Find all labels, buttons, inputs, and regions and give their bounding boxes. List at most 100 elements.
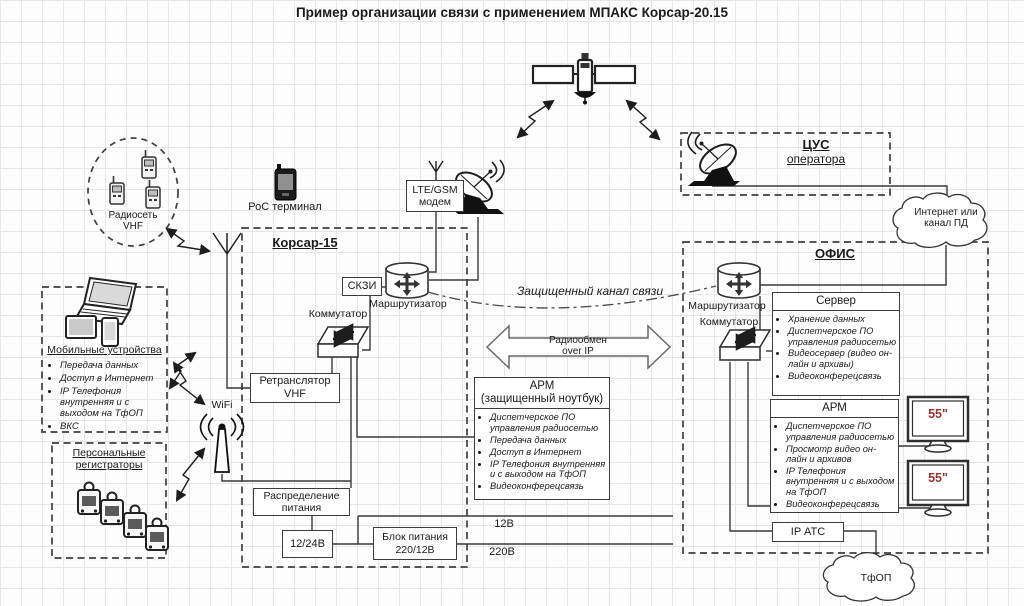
mobile-wifi-arrow-2 [172,361,206,406]
bodycam-icon [100,491,124,525]
walkie-talkie-icon [145,179,161,209]
dc-12-24-box: 12/24В [282,530,333,558]
poc-terminal-icon [274,164,297,201]
poc-terminal-label: РоС терминал [248,201,322,213]
bullet-item: Видеоконферецсвязь [788,371,897,381]
bullet-item: Диспетчерское ПО управления радиосетью [490,412,607,433]
bodycam-icon [123,504,147,538]
office-router-icon [717,262,761,299]
radio-net-arrow [165,227,212,256]
power-dist-line2: питания [281,502,322,514]
v12-label: 12В [494,518,514,530]
diagram-title: Пример организации связи с применением М… [295,5,729,20]
arm-laptop-box: АРМ (защищенный ноутбук) Диспетчерское П… [474,377,610,500]
skzi-box: СКЗИ [342,277,382,296]
office-title: ОФИС [815,246,855,261]
internet-cloud-shape [892,192,988,249]
wifi-label: WiFi [211,399,233,411]
satellite-icon [531,53,637,105]
recorders-title: Персональные регистраторы [54,447,164,472]
monitor1-label: 55" [928,407,948,421]
tfop-cloud-label: ТфОП [860,572,892,584]
cus-dish-icon [686,131,743,187]
bullet-item: Видеосервер (видео он-лайн и архивы) [788,348,897,369]
walkie-talkie-icon [141,149,157,179]
radio-net-label-line1: Радиосеть [108,210,158,221]
bullet-item: IP Телефония внутренняя и с выходом на Т… [786,466,896,497]
arm-laptop-title2: (защищенный ноутбук) [480,393,604,406]
bullet-item: Доступ в Интернет [60,373,164,385]
cus-title-line1: ЦУС [802,137,830,152]
radio-over-ip-line2: over IP [562,346,594,358]
office-arm-box: АРМ Диспетчерское ПО управления радиосет… [770,399,899,513]
korsar-router-icon [385,262,429,299]
bullet-item: IP Телефония внутренняя и с выходом на Т… [60,386,164,420]
korsar-router-label: Маршрутизатор [369,298,447,310]
office-arm-header: АРМ [771,400,898,419]
bodycam-icon [145,517,169,551]
lte-antenna-icon [428,160,444,180]
radio-net-label-line2: VHF [123,221,143,233]
cus-title-line2: оператора [786,151,846,166]
server-box: Сервер Хранение данныхДиспетчерское ПО у… [772,292,900,396]
arm-laptop-header: АРМ (защищенный ноутбук) [475,378,609,410]
arm-laptop-bullets: Диспетчерское ПО управления радиосетьюПе… [475,412,607,491]
recorders-title-line1: Персональные [72,447,146,459]
bullet-item: Диспетчерское ПО управления радиосетью [788,326,897,347]
bullet-item: ВКС [60,421,164,433]
arm-laptop-title1: АРМ [529,380,555,392]
retranslator-line1: Ретранслятор [259,375,331,388]
wifi-antenna-icon [199,413,245,473]
server-header: Сервер [773,293,899,312]
tfop-cloud-shape [822,551,915,602]
lte-modem-line1: LTE/GSM [412,183,458,196]
recorders-title-line2: регистраторы [75,458,143,471]
bullet-item: Диспетчерское ПО управления радиосетью [786,421,896,442]
radio-over-ip-label: Радиообмен over IP [528,335,628,358]
cus-box [680,132,891,196]
vhf-retranslator-box: Ретранслятор VHF [250,373,340,403]
phone-icon [101,317,119,347]
psu-line2: 220/12В [395,543,435,556]
mobile-devices-title: Мобильные устройства [47,344,162,356]
secure-channel-line [427,285,717,309]
office-router-label: Маршрутизатор [688,300,766,312]
bodycam-icon [77,481,101,515]
korsar-title: Корсар-15 [272,235,338,250]
office-box [682,241,989,554]
korsar-box [241,227,468,568]
radio-net-label: Радиосеть VHF [92,210,174,233]
radio-over-ip-arrow [485,324,672,370]
walkie-talkie-icon [109,175,125,205]
monitor-55-icon [906,395,970,454]
monitor2-label: 55" [928,471,948,485]
ip-ats-box: IP АТС [772,522,844,542]
internet-cloud-line2: канал ПД [924,218,968,230]
radio-link-arrows [165,99,661,502]
office-arm-bullets: Диспетчерское ПО управления радиосетьюПр… [771,421,896,509]
office-switch-label: Коммутатор [699,316,759,328]
bullet-item: Доступ в Интернет [490,447,607,457]
server-bullets: Хранение данныхДиспетчерское ПО управлен… [773,314,897,381]
bullet-item: Видеоконферецсвязь [490,481,607,491]
lte-modem-box: LTE/GSM модем [406,180,464,212]
retranslator-line2: VHF [284,388,306,400]
korsar-switch-label: Коммутатор [308,308,368,320]
psu-line1: Блок питания [382,531,448,544]
korsar-switch-icon [318,327,368,357]
bullet-item: Просмотр видео он-лайн и архивов [786,444,896,465]
internet-cloud-label: Интернет или канал ПД [901,207,991,230]
v220-label: 220В [489,546,515,558]
bullet-item: Хранение данных [788,314,897,324]
bullet-item: Передача данных [490,435,607,445]
satellite-right-arrow [625,99,661,141]
internet-cloud-line1: Интернет или [914,207,978,218]
mobile-devices-bullets: Передача данныхДоступ в ИнтернетIP Телеф… [46,359,164,435]
recorders-wifi-arrow [175,447,206,502]
radio-net-ellipse [87,137,179,247]
power-distribution-box: Распределение питания [253,488,350,516]
radio-over-ip-line1: Радиообмен [549,335,607,346]
bullet-item: IP Телефония внутренняя и с выходом на Т… [490,459,607,480]
